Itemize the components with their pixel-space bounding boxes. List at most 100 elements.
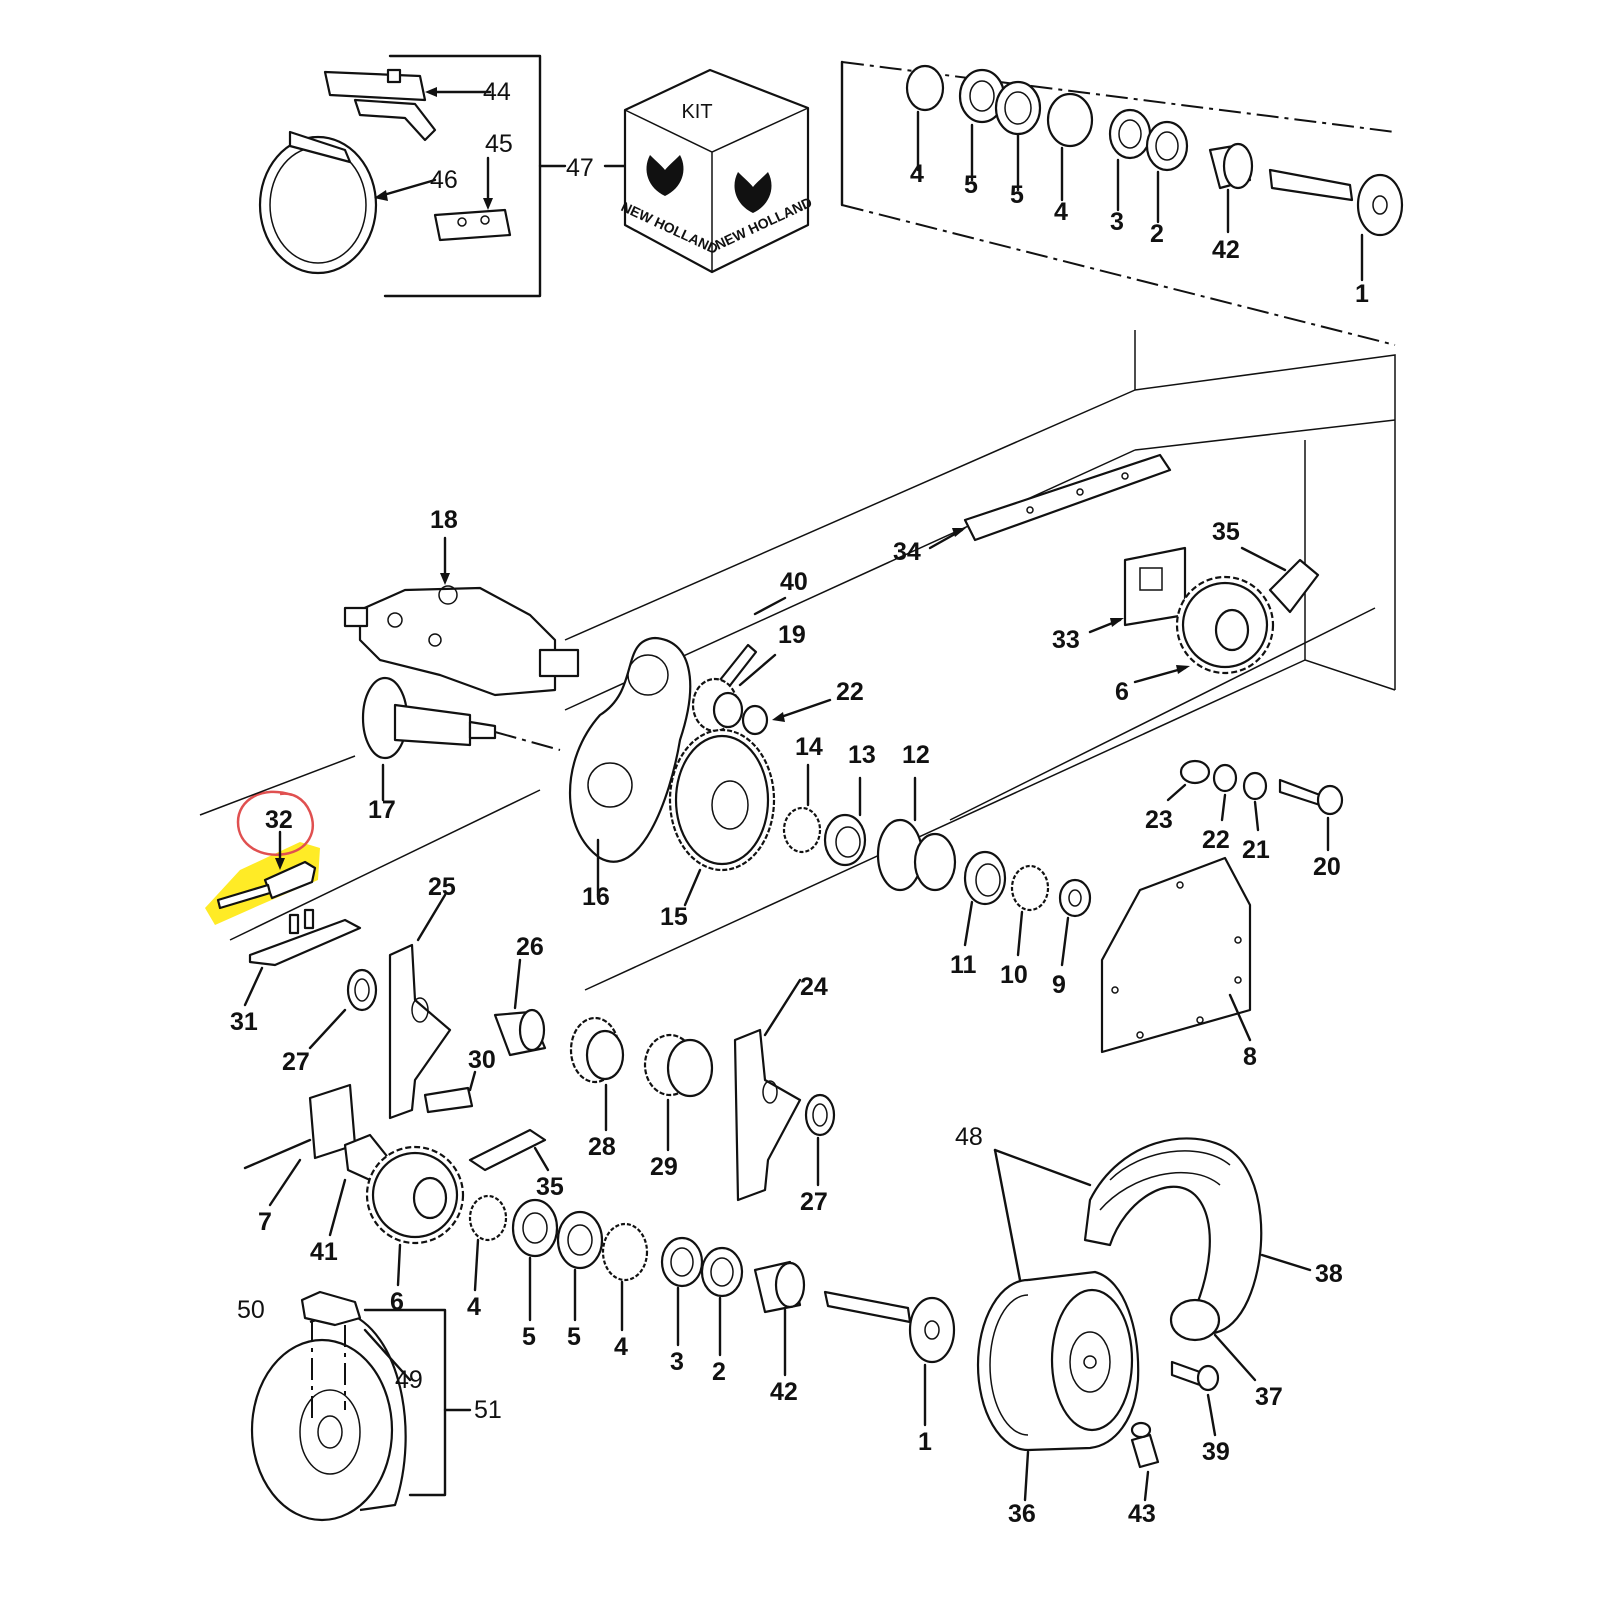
callout-16: 16: [582, 883, 610, 911]
callout-24: 24: [800, 973, 828, 1001]
callout-47: 47: [566, 154, 594, 182]
callout-4-top-b: 4: [1054, 198, 1068, 226]
callout-2-top: 2: [1150, 220, 1164, 248]
callout-44: 44: [483, 78, 511, 106]
part-50-clip: [300, 1290, 362, 1420]
callout-42-bottom: 42: [770, 1378, 798, 1406]
callout-5-bottom-b: 5: [567, 1323, 581, 1351]
part-30-pin: [423, 1070, 477, 1114]
callout-11: 11: [950, 951, 977, 979]
callout-4-bottom-a: 4: [467, 1293, 481, 1321]
callout-8: 8: [1243, 1043, 1257, 1071]
callout-6-bottom: 6: [390, 1288, 404, 1316]
callout-1-bottom: 1: [918, 1428, 932, 1456]
part-39-bolt: [1170, 1360, 1220, 1437]
callout-37: 37: [1255, 1383, 1283, 1411]
callout-3-bottom: 3: [670, 1348, 684, 1376]
part-8-cover-plate: [1100, 856, 1252, 1054]
callout-22-right: 22: [1202, 826, 1230, 854]
callout-31: 31: [230, 1008, 258, 1036]
callout-51-bracket: [363, 1308, 472, 1497]
callout-39: 39: [1202, 1438, 1230, 1466]
callout-7: 7: [258, 1208, 272, 1236]
callout-4-top-a: 4: [910, 160, 924, 188]
callout-48-leaders: [993, 1148, 1092, 1282]
part-27-seal-left: [308, 968, 378, 1050]
part-18-hydraulic-motor: [343, 536, 580, 697]
callout-50: 50: [237, 1296, 265, 1324]
part-6-sprocket-bottom: [365, 1145, 465, 1287]
part-24-plate: [733, 978, 802, 1202]
callout-33: 33: [1052, 626, 1080, 654]
part-49-drum: [250, 1310, 412, 1522]
part-45-plate: [433, 156, 512, 242]
part-28-29-bearings: [569, 1016, 714, 1152]
callout-38: 38: [1315, 1260, 1343, 1288]
part-34-plate: [928, 453, 1172, 550]
callout-14: 14: [795, 733, 823, 761]
callout-25: 25: [428, 873, 456, 901]
callout-9: 9: [1052, 971, 1066, 999]
callout-5-bottom-a: 5: [522, 1323, 536, 1351]
callout-labels: 44 45 46 47 KIT NEW HOLLAND NEW HOLLAND …: [230, 78, 1369, 1528]
part-19-gear: [691, 653, 777, 733]
callout-22-mid: 22: [836, 678, 864, 706]
top-axle-parts: [905, 64, 1404, 237]
main-housing-outline: [199, 330, 1396, 991]
part-17-hub-shaft: [361, 676, 561, 802]
part-26-bushing: [493, 958, 547, 1057]
callout-15: 15: [660, 903, 688, 931]
part-46-hose-clamp: [258, 130, 437, 275]
callout-20: 20: [1313, 853, 1341, 881]
part-31-plate: [243, 908, 362, 1007]
part-35-chain-bottom: [468, 1128, 550, 1172]
part-15-large-gear: [668, 728, 776, 907]
callout-13: 13: [848, 741, 876, 769]
callout-23: 23: [1145, 806, 1173, 834]
part-22-spacer: [741, 698, 832, 736]
callout-10: 10: [1000, 961, 1028, 989]
callout-5-top-b: 5: [1010, 181, 1024, 209]
callout-27-left: 27: [282, 1048, 310, 1076]
part-32-bracket: [216, 830, 317, 910]
callout-51: 51: [474, 1396, 502, 1424]
callout-21: 21: [1242, 836, 1270, 864]
callout-45: 45: [485, 130, 513, 158]
callout-12: 12: [902, 741, 930, 769]
part-27-seal-right: [804, 1093, 836, 1187]
callout-49: 49: [395, 1366, 423, 1394]
bearing-stack-mid: [782, 763, 1092, 967]
kit-cube-icon: [623, 68, 810, 274]
callout-41: 41: [310, 1238, 338, 1266]
callout-35-top: 35: [1212, 518, 1240, 546]
callout-5-top-a: 5: [964, 171, 978, 199]
callout-26: 26: [516, 933, 544, 961]
part-33-block: [1088, 546, 1187, 634]
callout-19: 19: [778, 621, 806, 649]
callout-2-bottom: 2: [712, 1358, 726, 1386]
callout-29: 29: [650, 1153, 678, 1181]
callout-30: 30: [468, 1046, 496, 1074]
part-25-plate: [388, 893, 452, 1120]
part-6-sprocket-top: [1133, 575, 1275, 684]
kit-label: KIT: [681, 101, 712, 123]
callout-43: 43: [1128, 1500, 1156, 1528]
callout-32: 32: [265, 806, 293, 834]
callout-6-top: 6: [1115, 678, 1129, 706]
callout-48: 48: [955, 1123, 983, 1151]
part-43-valve: [1130, 1421, 1160, 1502]
callout-28: 28: [588, 1133, 616, 1161]
callout-17: 17: [368, 796, 396, 824]
part-7-plate: [243, 1083, 357, 1207]
part-36-wheel-rim: [976, 1270, 1140, 1502]
callout-36: 36: [1008, 1500, 1036, 1528]
part-37-tube: [1169, 1298, 1257, 1382]
callout-18: 18: [430, 506, 458, 534]
callout-40: 40: [780, 568, 808, 596]
callout-46: 46: [430, 166, 458, 194]
callout-4-bottom-b: 4: [614, 1333, 628, 1361]
top-axle-leaders: [916, 110, 1364, 282]
part-38-tire: [1083, 1137, 1312, 1335]
